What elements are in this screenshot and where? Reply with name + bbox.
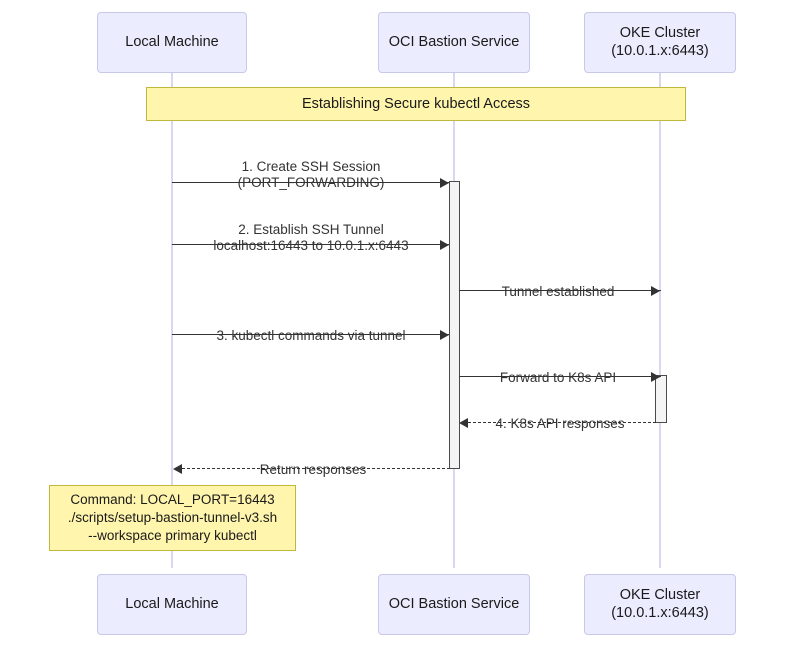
message-label-3-text: Tunnel established xyxy=(501,283,615,299)
message-label-6-text: 4. K8s API responses xyxy=(495,415,625,431)
participant-header-oci-bastion-service-label: OCI Bastion Service xyxy=(388,33,520,50)
diagram-title-banner: Establishing Secure kubectl Access xyxy=(146,87,686,121)
message-arrowhead-6 xyxy=(459,417,468,428)
message-line-4 xyxy=(172,334,449,335)
message-label-3: Tunnel established xyxy=(458,267,658,300)
message-label-7: Return responses xyxy=(174,445,452,478)
lifeline-local-machine xyxy=(171,73,173,568)
message-label-6: 4. K8s API responses xyxy=(460,399,660,432)
message-label-4-text: 3. kubectl commands via tunnel xyxy=(216,327,406,343)
message-line-6 xyxy=(468,422,656,423)
participant-footer-local-machine[interactable]: Local Machine xyxy=(97,574,247,635)
activation-bar-oke-cluster xyxy=(655,375,667,423)
message-arrowhead-2 xyxy=(440,239,449,250)
participant-header-local-machine-label: Local Machine xyxy=(125,33,219,50)
message-label-2-text: 2. Establish SSH Tunnel localhost:16443 … xyxy=(213,221,409,254)
participant-footer-oke-cluster[interactable]: OKE Cluster (10.0.1.x:6443) xyxy=(584,574,736,635)
note-command-line-3: --workspace primary kubectl xyxy=(88,527,257,543)
diagram-title-label: Establishing Secure kubectl Access xyxy=(301,96,531,112)
lifeline-oke-cluster xyxy=(659,73,661,568)
participant-footer-oci-bastion-service[interactable]: OCI Bastion Service xyxy=(378,574,530,635)
message-line-7 xyxy=(182,468,450,469)
participant-header-oci-bastion-service[interactable]: OCI Bastion Service xyxy=(378,12,530,73)
participant-footer-oci-bastion-service-label: OCI Bastion Service xyxy=(388,595,520,612)
message-label-4: 3. kubectl commands via tunnel xyxy=(172,311,450,344)
message-arrowhead-3 xyxy=(651,285,660,296)
message-arrowhead-4 xyxy=(440,329,449,340)
message-line-5 xyxy=(459,376,661,377)
note-command-line-2: ./scripts/setup-bastion-tunnel-v3.sh xyxy=(67,510,278,526)
note-command-line-1: Command: LOCAL_PORT=16443 xyxy=(70,492,275,508)
participant-header-oke-cluster-label: OKE Cluster (10.0.1.x:6443) xyxy=(611,24,709,59)
message-arrowhead-7 xyxy=(173,463,182,474)
participant-footer-oke-cluster-label: OKE Cluster (10.0.1.x:6443) xyxy=(611,586,709,621)
message-label-5: Forward to K8s API xyxy=(458,353,658,386)
message-label-2: 2. Establish SSH Tunnel localhost:16443 … xyxy=(170,205,452,255)
participant-header-oke-cluster[interactable]: OKE Cluster (10.0.1.x:6443) xyxy=(584,12,736,73)
activation-bar-oci-bastion-service xyxy=(449,181,460,469)
message-label-1: 1. Create SSH Session (PORT_FORWARDING) xyxy=(172,142,450,192)
message-arrowhead-5 xyxy=(651,371,660,382)
message-label-1-text: 1. Create SSH Session (PORT_FORWARDING) xyxy=(237,158,385,191)
message-line-1 xyxy=(172,182,449,183)
participant-footer-local-machine-label: Local Machine xyxy=(125,595,219,612)
participant-header-local-machine[interactable]: Local Machine xyxy=(97,12,247,73)
note-command: Command: LOCAL_PORT=16443 ./scripts/setu… xyxy=(49,485,296,551)
message-arrowhead-1 xyxy=(440,177,449,188)
message-line-2 xyxy=(172,244,449,245)
message-label-7-text: Return responses xyxy=(259,461,367,477)
message-line-3 xyxy=(459,290,661,291)
message-label-5-text: Forward to K8s API xyxy=(499,369,617,385)
